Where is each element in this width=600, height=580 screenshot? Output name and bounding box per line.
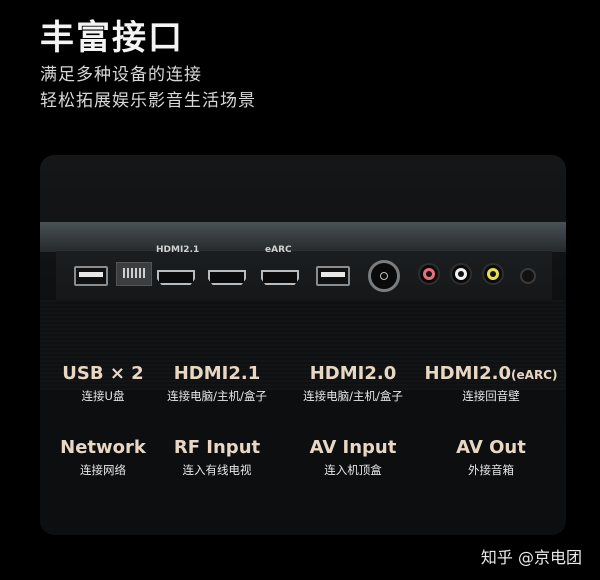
- subtitle-line-1: 满足多种设备的连接: [40, 65, 202, 85]
- feature-title: HDMI2.1: [173, 363, 261, 384]
- rf-coax-port-icon: [368, 260, 400, 292]
- ports-card: HDMI2.1 eARC USB × 2 连接U盘 HDMI2.1 连接电脑/主…: [40, 155, 566, 535]
- earc-port-label: eARC: [265, 245, 292, 255]
- feature-desc: 连入机顶盒: [324, 463, 382, 477]
- hdmi-port-icon: [261, 270, 299, 285]
- subtitle-line-2: 轻松拓展娱乐影音生活场景: [40, 91, 256, 111]
- feature-av-input: AV Input 连入机顶盒: [288, 437, 418, 478]
- tv-back-grille: [40, 300, 566, 390]
- tv-back-ledge: [40, 222, 566, 252]
- hdmi-port-icon: [208, 270, 246, 285]
- rca-yellow-port-icon: [482, 263, 504, 285]
- feature-title-suffix: (eARC): [511, 368, 558, 382]
- hdmi-port-icon: [157, 270, 195, 285]
- rca-red-port-icon: [418, 263, 440, 285]
- feature-title: HDMI2.0: [309, 363, 397, 384]
- feature-desc: 外接音箱: [468, 463, 514, 477]
- port-panel: HDMI2.1 eARC: [56, 245, 552, 301]
- feature-desc: 连接电脑/主机/盒子: [303, 389, 403, 403]
- feature-hdmi21: HDMI2.1 连接电脑/主机/盒子: [152, 363, 282, 404]
- feature-desc: 连接回音壁: [462, 389, 520, 403]
- feature-hdmi20-earc: HDMI2.0(eARC) 连接回音壁: [416, 363, 566, 404]
- feature-network: Network 连接网络: [40, 437, 168, 478]
- usb-port-icon: [74, 266, 108, 286]
- feature-usb: USB × 2 连接U盘: [40, 363, 168, 404]
- feature-title: RF Input: [173, 437, 261, 458]
- feature-rf-input: RF Input 连入有线电视: [152, 437, 282, 478]
- usb-port-icon: [316, 266, 350, 286]
- feature-desc: 连接电脑/主机/盒子: [167, 389, 267, 403]
- feature-desc: 连入有线电视: [182, 463, 252, 477]
- feature-title: USB × 2: [62, 363, 144, 384]
- page-title: 丰富接口: [40, 18, 184, 58]
- ethernet-port-icon: [116, 262, 152, 286]
- feature-title: AV Input: [309, 437, 397, 458]
- hdmi21-port-label: HDMI2.1: [156, 245, 200, 255]
- feature-title: Network: [60, 437, 146, 458]
- feature-desc: 连接网络: [80, 463, 126, 477]
- watermark: 知乎 @京电团: [480, 548, 582, 567]
- feature-desc: 连接U盘: [81, 389, 125, 403]
- audio-jack-icon: [520, 268, 536, 284]
- feature-hdmi20: HDMI2.0 连接电脑/主机/盒子: [288, 363, 418, 404]
- rca-white-port-icon: [450, 263, 472, 285]
- feature-av-out: AV Out 外接音箱: [426, 437, 556, 478]
- feature-title: AV Out: [456, 437, 526, 458]
- feature-title: HDMI2.0: [424, 363, 512, 384]
